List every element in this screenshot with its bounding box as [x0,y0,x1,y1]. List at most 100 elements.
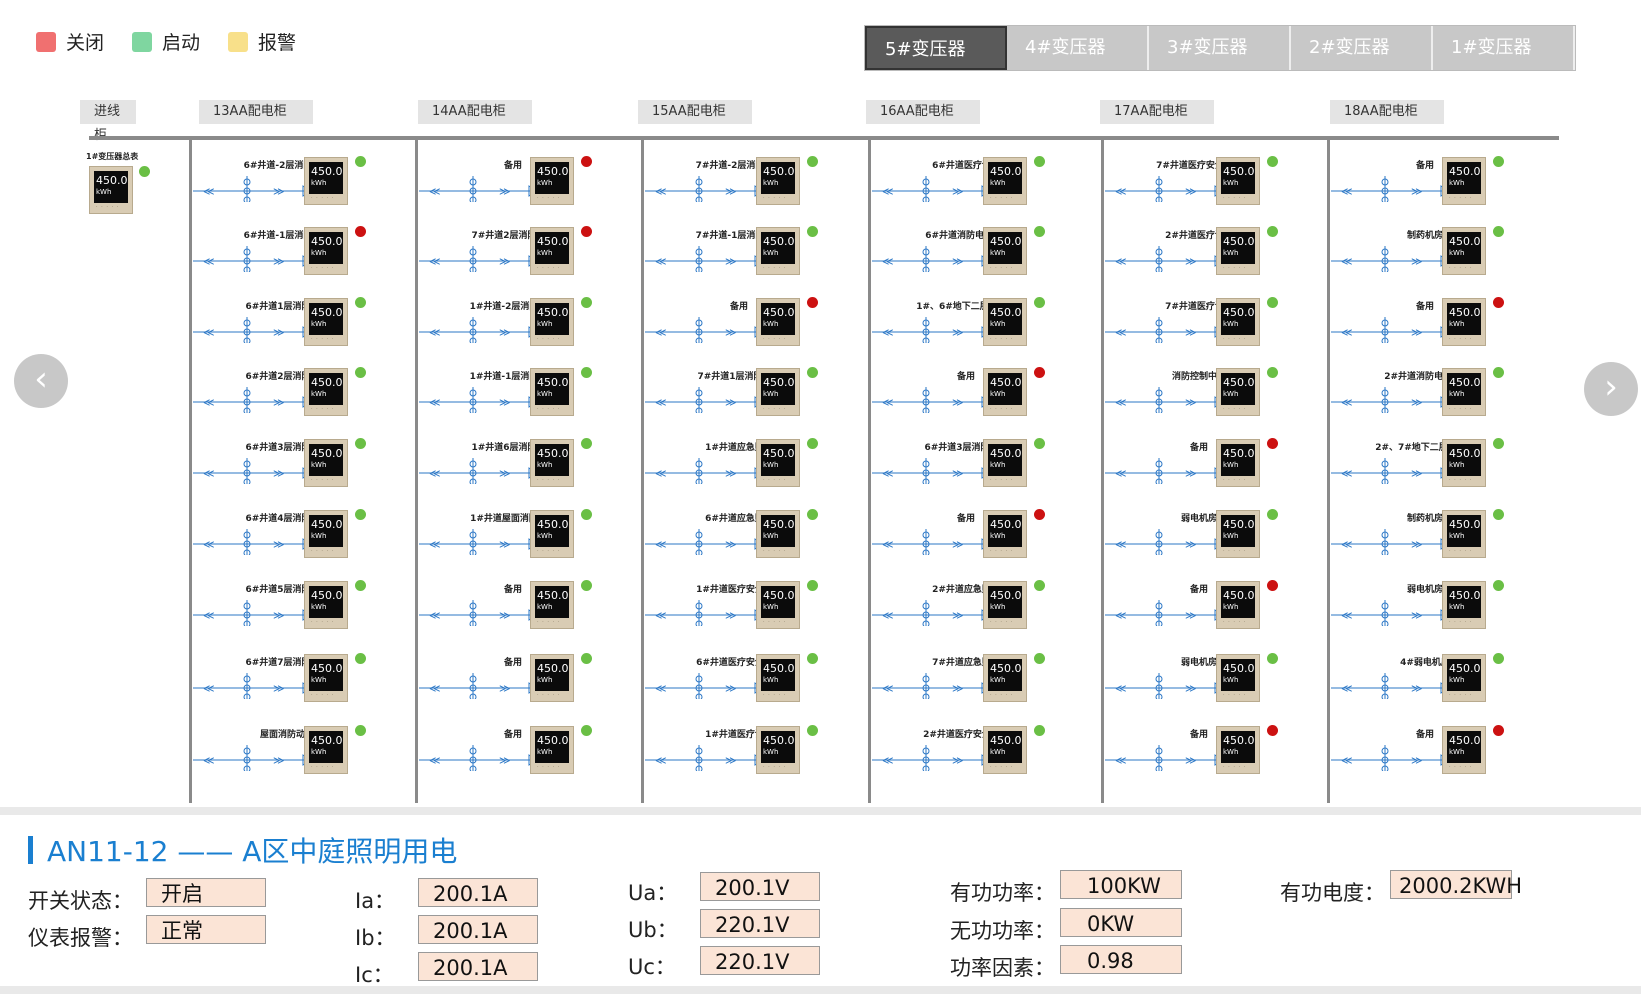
next-page-button[interactable]: › [1584,362,1638,416]
feeder-label: 备用 [1189,443,1208,453]
svg-text:≫: ≫ [1411,255,1423,268]
status-led [355,725,366,736]
feeder-label: 1#井道医疗设备 [705,730,773,740]
svg-text:≫: ≫ [499,396,511,409]
feeder-switch-diagram: ≪≫ [419,246,538,272]
svg-text:≫: ≫ [499,255,511,268]
svg-text:≫: ≫ [273,185,285,198]
svg-text:≪: ≪ [203,538,215,551]
tab-transformer-1[interactable]: 1#变压器 [1433,26,1575,70]
ua-label: Ua： [628,881,678,905]
meter-value: 450.0 [1223,306,1255,319]
tab-transformer-4[interactable]: 4#变压器 [1007,26,1149,70]
feeder-label: 备用 [503,730,522,740]
feeder-label: 弱电机房 [1406,585,1443,595]
feeder-label: 屋面消防动力 [259,730,314,740]
svg-text:≫: ≫ [499,538,511,551]
tab-transformer-3[interactable]: 3#变压器 [1149,26,1291,70]
svg-text:≫: ≫ [725,682,737,695]
svg-text:≪: ≪ [655,682,667,695]
tab-transformer-2[interactable]: 2#变压器 [1291,26,1433,70]
meter-dots: · · · · · [1449,195,1473,201]
feeder-label: 消防控制中心 [1171,372,1226,382]
feeder-switch-diagram: ≪≫ [193,600,312,626]
active-power-value: 100KW [1060,870,1182,899]
svg-text:≪: ≪ [655,185,667,198]
svg-text:≪: ≪ [1115,185,1127,198]
tab-transformer-5[interactable]: 5#变压器 [865,26,1007,70]
prev-page-button[interactable]: ‹ [14,354,68,408]
svg-text:≪: ≪ [429,609,441,622]
status-led [1493,438,1504,449]
meter-dots: · · · · · [763,477,787,483]
incoming-meter[interactable]: 450.0 kWh · · · · · [89,166,133,214]
svg-text:≫: ≫ [725,754,737,767]
meter-unit: kWh [1449,390,1465,398]
feeder-label: 1#井道屋面消防动力 [470,514,556,524]
feeder-switch-diagram: ≪≫ [1105,529,1224,555]
svg-text:≫: ≫ [952,326,964,339]
status-led [355,297,366,308]
feeder-switch-diagram: ≪≫ [872,458,991,484]
meter-dots: · · · · · [763,406,787,412]
